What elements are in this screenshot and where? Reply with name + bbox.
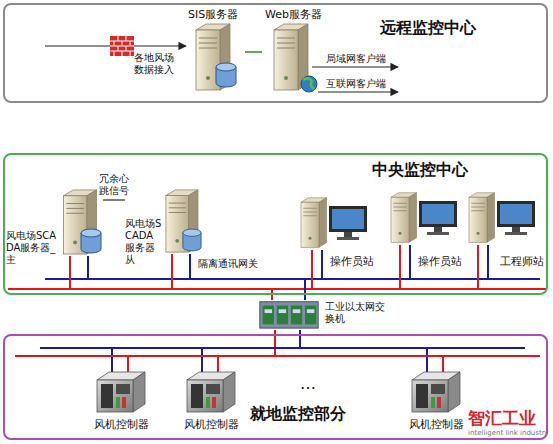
client-label: 互联网客户端 [326,78,406,90]
drawing-part [260,302,318,328]
client-label: 局域网客户端 [326,53,406,65]
server-node: Web服务器 [262,8,327,96]
watermark: intelligent link industry [468,429,552,437]
node-label: SIS服务器 [188,8,248,21]
drawing-part [70,245,478,300]
source-label: 各地风场数据接入 [134,52,180,76]
drawing-part [183,229,201,251]
workstation-node: 操作员站 [295,185,375,270]
node-label: Web服务器 [265,8,330,21]
region-band: 风机控制器风机控制器风机控制器就地监控部分 [3,334,548,440]
drawing-part [318,91,398,92]
drawing-part [412,372,460,412]
workstation-node: 操作员站 [385,180,460,270]
edge-label: 冗余心跳信号 [99,173,129,197]
node-label: 风机控制器 [401,418,471,431]
drawing-part [15,355,540,357]
drawing-part [312,66,398,67]
drawing-part [391,193,417,243]
server-node: SIS服务器 [185,8,245,96]
drawing-part [301,198,327,248]
switch-node: 工业以太网交换机 [255,298,405,332]
node-label: 操作员站 [330,255,378,268]
node-label: 操作员站 [418,255,466,268]
drawing-part [187,372,235,412]
controller-node: 风机控制器 [401,364,471,436]
server-node: 风电场SCADA服务器 从 [125,178,200,280]
drawing-part [469,193,495,243]
local-wiring [15,302,540,412]
drawing-part [40,347,525,349]
ellipsis: … [300,374,340,393]
region-title: 远程监控中心 [380,18,540,37]
node-label: 风机控制器 [86,418,156,431]
drawing-part [88,245,488,300]
controller-node: 风机控制器 [86,364,156,436]
drawing-part [303,78,314,89]
drawing-part [419,201,457,235]
drawing-part [45,278,540,280]
drawing-part [128,330,443,372]
region-title: 中央监控中心 [372,160,532,179]
drawing-part [216,63,236,87]
node-label: 风机控制器 [176,418,246,431]
drawing-part [497,201,535,235]
watermark: 智汇工业 [468,408,548,428]
node-label: 工程师站 [500,255,548,268]
gateway-label: 隔离通讯网关 [198,258,268,270]
connector [103,199,125,201]
node-label: 工业以太网交换机 [325,301,389,325]
server-node: 风电场SCADA服务器_主 [6,178,103,280]
drawing-part [8,288,546,290]
region-band: SIS服务器 Web服务器远程监控中心 [3,3,548,103]
drawing-part [329,206,367,240]
controller-node: 风机控制器 [176,364,246,436]
connector [245,51,262,53]
region-band: 风电场SCADA服务器_主风电场SCADA服务器 从操作员站操作员站工程师站中央… [3,153,548,295]
node-label: 风电场SCADA服务器_主 [6,230,58,266]
node-label: 风电场SCADA服务器 从 [125,218,163,266]
drawing-part [97,372,145,412]
drawing-part [112,330,427,372]
drawing-part [301,76,317,92]
drawing-part [81,229,101,253]
central-wiring [8,190,546,300]
region-title: 就地监控部分 [250,404,390,423]
workstation-node: 工程师站 [463,180,543,270]
drawing-part [110,36,134,56]
